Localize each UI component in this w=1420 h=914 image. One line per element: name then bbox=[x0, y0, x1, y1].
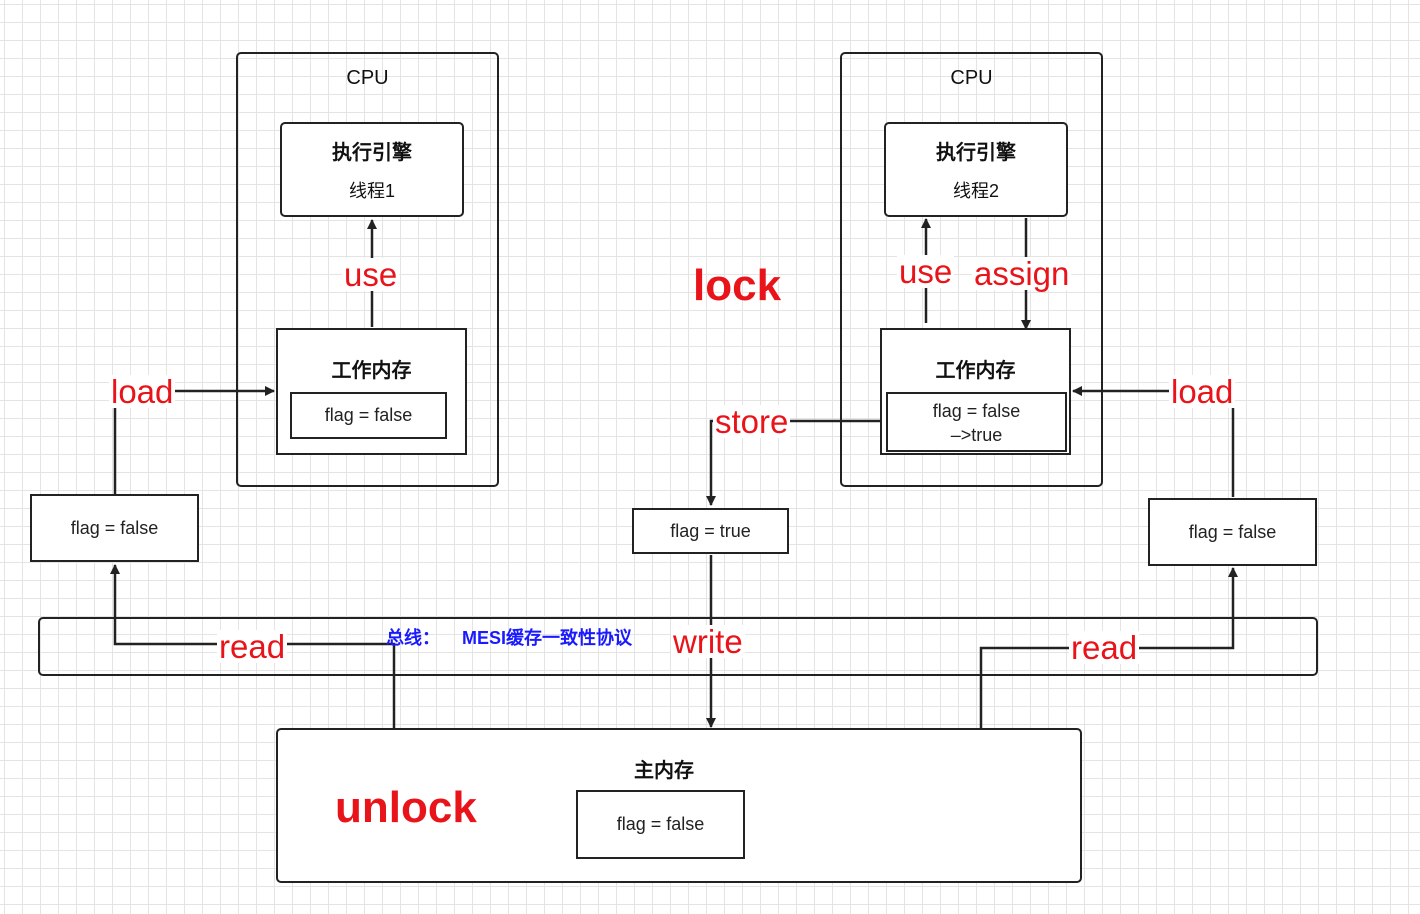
thread-label: 线程1 bbox=[348, 181, 395, 201]
thread-label: 线程2 bbox=[952, 181, 999, 201]
engine-title: 执行引擎 bbox=[936, 142, 1016, 164]
main-memory-value: flag = false bbox=[576, 790, 745, 859]
cpu-title: CPU bbox=[346, 67, 389, 89]
unlock-label: unlock bbox=[335, 783, 477, 832]
working-value-line2: –>true bbox=[950, 425, 1003, 445]
execution-engine-box-2: 执行引擎 线程2 bbox=[884, 122, 1068, 217]
use-label-right: use bbox=[897, 253, 955, 290]
load-label-left: load bbox=[109, 373, 176, 410]
cpu-title: CPU bbox=[950, 67, 993, 89]
read-label-left: read bbox=[217, 628, 288, 665]
working-memory-title: 工作内存 bbox=[331, 360, 412, 382]
flag-box-right: flag = false bbox=[1148, 498, 1317, 566]
use-label-left: use bbox=[342, 256, 400, 293]
working-memory-title: 工作内存 bbox=[935, 360, 1016, 382]
lock-label: lock bbox=[693, 261, 782, 310]
cpu-box-1: CPU bbox=[236, 52, 499, 487]
bus-label: 总线： MESI缓存一致性协议 bbox=[386, 624, 632, 650]
flag-box-left: flag = false bbox=[30, 494, 199, 562]
assign-label: assign bbox=[972, 255, 1072, 292]
read-label-right: read bbox=[1069, 629, 1140, 666]
execution-engine-box-1: 执行引擎 线程1 bbox=[280, 122, 464, 217]
main-memory-title: 主内存 bbox=[634, 760, 694, 782]
working-value-line1: flag = false bbox=[932, 401, 1021, 421]
engine-title: 执行引擎 bbox=[332, 142, 412, 164]
load-label-right: load bbox=[1169, 373, 1236, 410]
write-label: write bbox=[671, 623, 745, 660]
flag-box-middle: flag = true bbox=[632, 508, 789, 554]
working-memory-value-2: flag = false –>true bbox=[886, 392, 1067, 452]
cpu-box-2: CPU bbox=[840, 52, 1103, 487]
bus-label-prefix: 总线： bbox=[386, 628, 440, 648]
bus-bar bbox=[38, 617, 1318, 676]
working-memory-value-1: flag = false bbox=[290, 392, 447, 439]
store-label: store bbox=[713, 403, 791, 440]
bus-label-protocol: MESI缓存一致性协议 bbox=[462, 628, 633, 648]
